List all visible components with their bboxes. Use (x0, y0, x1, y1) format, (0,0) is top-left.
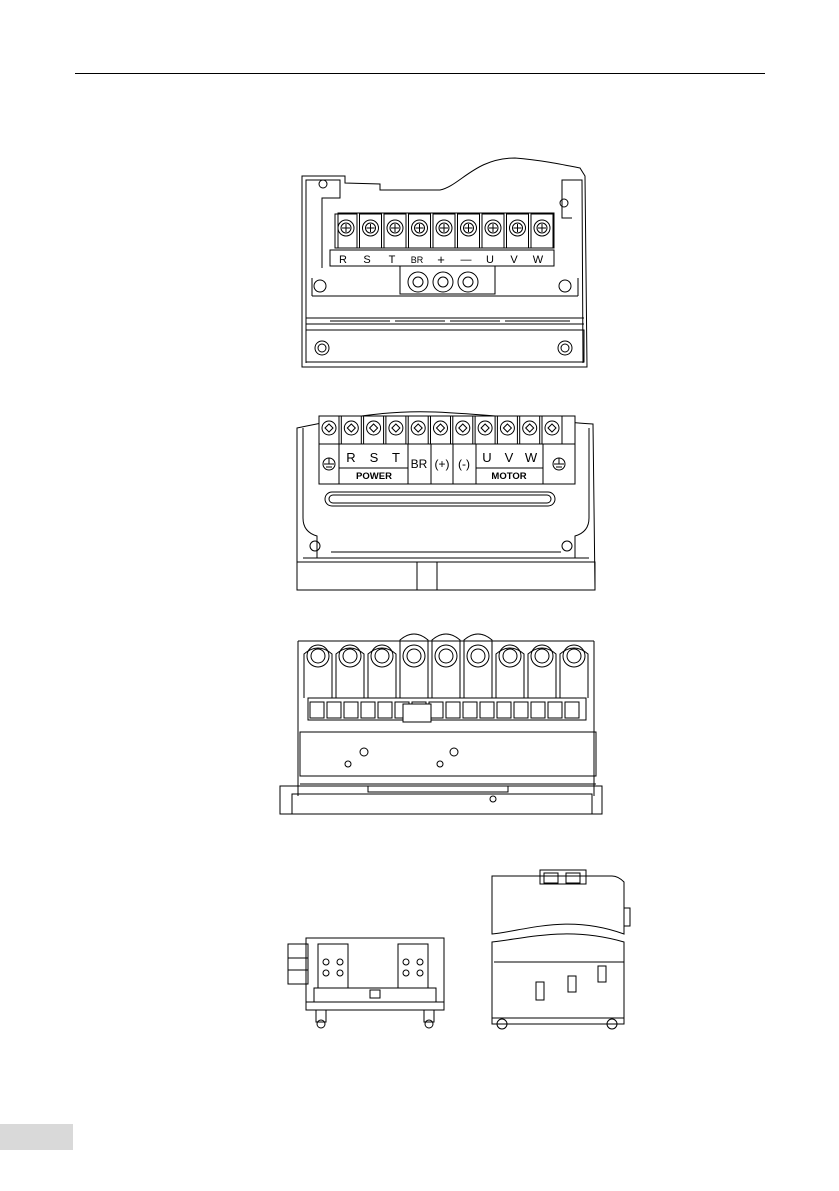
terminal-label-plus: + (437, 252, 445, 267)
terminal-label-minus: — (461, 254, 472, 266)
screw-head-icon (560, 199, 568, 207)
terminal-label-u: U (482, 450, 491, 465)
screw-head-icon (450, 748, 458, 756)
terminal-label-u: U (486, 254, 494, 266)
cable-lug-icon (336, 645, 364, 698)
terminal-label-r: R (339, 254, 347, 266)
cable-lug-icon (560, 645, 588, 698)
ground-symbol-icon (345, 761, 443, 767)
side-view-diagram (286, 936, 448, 1028)
terminal-label-br: BR (411, 255, 424, 265)
terminal-label-s: S (370, 450, 379, 465)
screw-head-icon (315, 341, 329, 355)
terminal-label-w: W (525, 450, 538, 465)
terminal-diagram-2: R S T BR (+) (-) U V W POWER MOTOR (295, 408, 597, 592)
cable-lug-icon (368, 645, 396, 698)
cable-lug-icon (496, 645, 524, 698)
screw-head-icon (558, 341, 572, 355)
group-label-power: POWER (356, 471, 392, 482)
screw-head-icon (360, 748, 368, 756)
terminal-diagram-3 (278, 626, 608, 816)
group-label-motor: MOTOR (491, 471, 526, 482)
screw-head-icon (310, 541, 320, 551)
screw-head-icon (559, 280, 571, 292)
terminal-label-w: W (533, 254, 544, 266)
cable-lug-icon (304, 645, 332, 698)
terminal-label-r: R (346, 450, 355, 465)
front-view-diagram (488, 868, 632, 1028)
terminal-label-t: T (389, 254, 396, 266)
terminal-diagram-1: R S T BR + — U V W (300, 158, 590, 370)
terminal-label-v: V (510, 254, 518, 266)
header-rule (75, 73, 765, 74)
ground-symbol-icon (323, 458, 335, 470)
cable-lug-icon (464, 634, 492, 698)
terminal-label-plus: (+) (435, 457, 450, 471)
terminal-label-v: V (505, 450, 514, 465)
cable-lug-icon (400, 634, 428, 698)
terminal-label-t: T (392, 450, 400, 465)
ground-symbol-icon (553, 458, 565, 470)
terminal-label-br: BR (411, 457, 428, 471)
screw-head-icon (562, 541, 572, 551)
busbar-holes (323, 959, 423, 976)
ground-stud-icon (408, 272, 478, 292)
terminal-label-s: S (363, 254, 370, 266)
screw-head-icon (319, 180, 327, 188)
cable-lug-icon (432, 634, 460, 698)
screw-head-icon (314, 280, 326, 292)
cable-lug-icon (528, 645, 556, 698)
terminal-label-minus: (-) (458, 457, 470, 471)
page-footer-tab (0, 1124, 73, 1150)
